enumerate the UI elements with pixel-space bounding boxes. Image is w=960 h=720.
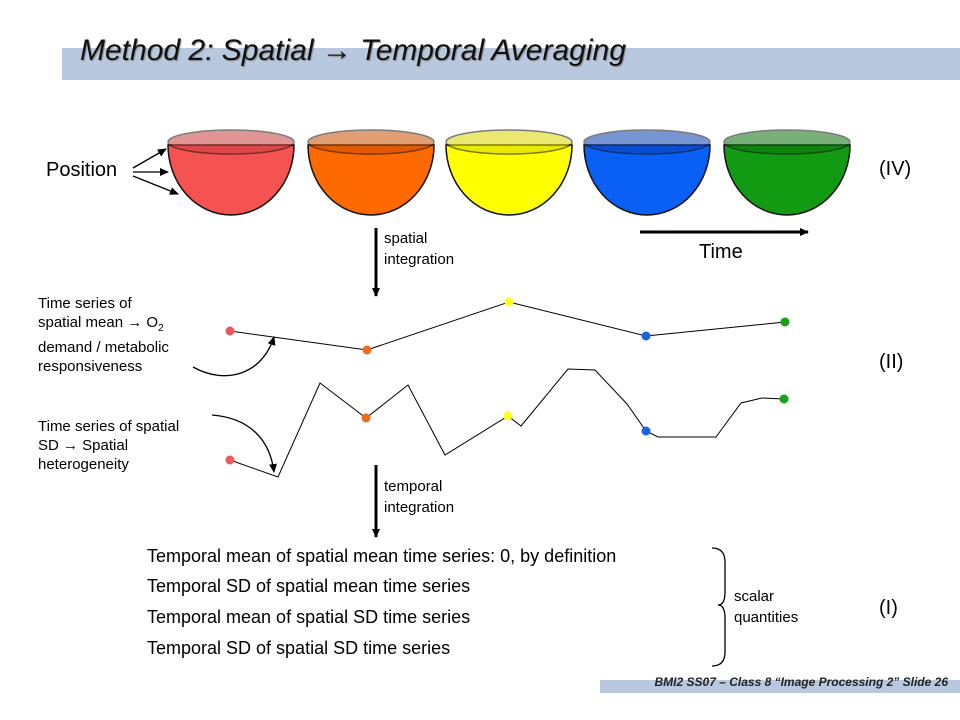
spatial-integration-label: spatial integration	[384, 230, 455, 268]
mean-series-points	[225, 297, 790, 355]
scalar-row: Temporal mean of spatial SD time series	[147, 607, 471, 627]
brace-icon	[711, 547, 726, 667]
time-label: Time	[699, 241, 743, 263]
curved-arrow-icon	[211, 414, 277, 473]
slide-title: Method 2: Spatial → Temporal Averaging	[80, 34, 626, 67]
level-iv-label: (IV)	[879, 158, 912, 180]
temporal-integration-label: temporal integration	[384, 478, 455, 516]
mean-series-line	[229, 301, 786, 351]
level-i-label: (I)	[879, 597, 898, 619]
bowl-blue	[583, 129, 711, 216]
sd-series-line	[229, 368, 785, 478]
position-label: Position	[46, 159, 118, 181]
scalar-quantities-label: scalar quantities	[734, 588, 799, 626]
position-arrows	[132, 148, 179, 195]
scalar-row: Temporal SD of spatial SD time series	[147, 638, 451, 658]
curved-arrow-icon	[192, 336, 276, 377]
level-ii-label: (II)	[879, 351, 904, 373]
slide-footer: BMI2 SS07 – Class 8 “Image Processing 2”…	[654, 675, 948, 689]
bowl-orange	[307, 129, 435, 216]
bowl-green	[723, 129, 851, 216]
sd-series-points	[225, 394, 789, 465]
sd-series-label: Time series of spatial SD → Spatial hete…	[38, 418, 180, 473]
title-band	[62, 48, 960, 80]
scalar-row: Temporal mean of spatial mean time serie…	[147, 546, 617, 566]
mean-series-label: Time series of spatial mean → O2 demand …	[38, 295, 169, 375]
bowl-red	[167, 129, 295, 216]
footer-band	[600, 680, 960, 693]
scalar-row: Temporal SD of spatial mean time series	[147, 576, 471, 596]
bowl-yellow	[445, 129, 573, 216]
